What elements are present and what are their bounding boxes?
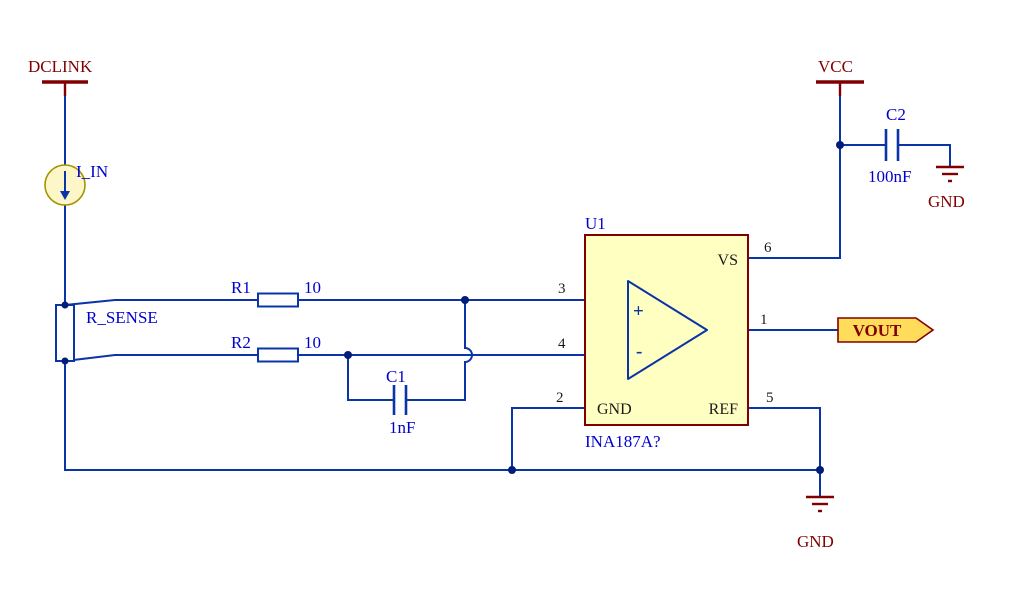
- opamp-plus-sign: +: [633, 301, 644, 322]
- c1-designator: C1: [386, 367, 406, 386]
- u1-pin-name-gnd: GND: [597, 401, 632, 418]
- ground-symbol-ref[interactable]: GND: [797, 495, 834, 551]
- rsense-designator: R_SENSE: [86, 308, 158, 327]
- u1-pin-number-6: 6: [764, 240, 772, 256]
- u1-pin-number-1: 1: [760, 312, 768, 328]
- u1-pin-number-5: 5: [766, 390, 774, 406]
- junction-dot: [61, 301, 69, 309]
- current-source-iin[interactable]: I_IN: [44, 162, 108, 206]
- r1-body: [257, 292, 299, 308]
- u1-designator: U1: [585, 214, 606, 233]
- junction-dot: [816, 466, 824, 474]
- resistor-r1[interactable]: R1 10: [231, 278, 321, 308]
- u1-pin-number-2: 2: [556, 390, 564, 406]
- wire-vs-to-vcc[interactable]: [747, 95, 841, 259]
- capacitor-c1[interactable]: C1 1nF: [347, 299, 473, 437]
- u1-value: INA187A?: [585, 432, 661, 451]
- junction-dot: [508, 466, 516, 474]
- gnd-label: GND: [797, 532, 834, 551]
- r2-value: 10: [304, 333, 321, 352]
- u1-pin-number-3: 3: [558, 281, 566, 297]
- wire-pin2-to-rail[interactable]: [511, 407, 586, 471]
- u1-body[interactable]: [584, 234, 749, 426]
- net-port-vout[interactable]: VOUT: [837, 317, 935, 343]
- c1-value: 1nF: [389, 418, 415, 437]
- r2-designator: R2: [231, 333, 251, 352]
- u1-pin-name-vs: VS: [718, 252, 738, 269]
- r1-value: 10: [304, 278, 321, 297]
- current-arrowhead-icon: [60, 191, 70, 200]
- opamp-minus-sign: -: [636, 341, 642, 362]
- wire-sense-minus-tap[interactable]: [63, 354, 259, 363]
- junction-dot: [461, 296, 469, 304]
- dclink-label: DCLINK: [28, 57, 93, 76]
- wire-sense-plus-tap[interactable]: [63, 299, 259, 307]
- power-port-dclink[interactable]: DCLINK: [28, 57, 93, 96]
- c2-right-lead[interactable]: [897, 144, 951, 168]
- resistor-r2[interactable]: R2 10: [231, 333, 321, 363]
- c1-right-lead[interactable]: [405, 361, 466, 401]
- capacitor-c2[interactable]: C2 100nF: [839, 105, 951, 186]
- rsense-body: [55, 304, 75, 362]
- power-port-vcc[interactable]: VCC: [816, 57, 864, 96]
- r1-designator: R1: [231, 278, 251, 297]
- vout-flag: [837, 317, 935, 343]
- ground-symbol-c2[interactable]: GND: [928, 165, 965, 211]
- u1-pin-name-ref: REF: [709, 401, 738, 418]
- ic-u1[interactable]: + - U1 INA187A? VS GND REF 3 4 2 6 1 5: [556, 214, 774, 451]
- r2-body: [257, 347, 299, 363]
- junction-dot: [61, 357, 69, 365]
- wire-ref-to-gnd[interactable]: [747, 407, 821, 498]
- gnd-label: GND: [928, 192, 965, 211]
- opamp-triangle-icon: [627, 280, 708, 380]
- junction-dot: [344, 351, 352, 359]
- vout-label: VOUT: [853, 321, 902, 340]
- junction-dot: [836, 141, 844, 149]
- resistor-rsense[interactable]: R_SENSE: [55, 304, 158, 362]
- c1-left-lead[interactable]: [347, 354, 395, 401]
- wire-ground-rail[interactable]: [64, 360, 821, 471]
- c2-value: 100nF: [868, 167, 911, 186]
- vcc-label: VCC: [818, 57, 853, 76]
- wire-hop-icon: [463, 346, 473, 364]
- c2-designator: C2: [886, 105, 906, 124]
- iin-designator: I_IN: [76, 162, 108, 181]
- u1-pin-number-4: 4: [558, 336, 566, 352]
